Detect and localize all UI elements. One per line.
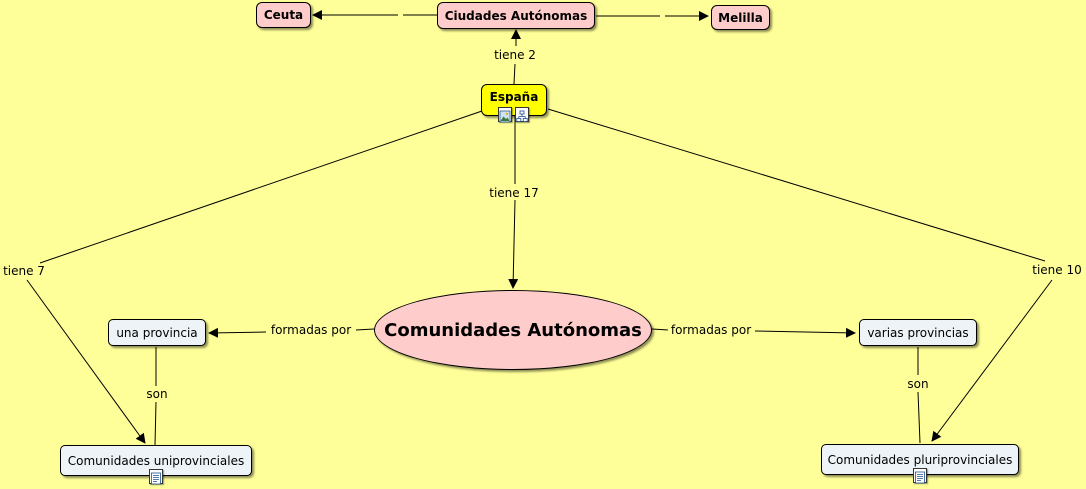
image-resource-icon-glyph (499, 110, 511, 123)
line-espana-to-tiene7 (39, 110, 483, 264)
link-label-tiene-10: tiene 10 (1029, 263, 1085, 277)
concept-map-resource-icon-glyph (516, 110, 528, 122)
line-espana-to-tiene2 (513, 63, 516, 85)
node-una-provincia-label: una provincia (116, 325, 198, 340)
link-label-tiene-7: tiene 7 (0, 264, 48, 278)
link-label-son-left: son (143, 387, 171, 401)
node-uniprovinciales-label: Comunidades uniprovinciales (67, 453, 245, 468)
node-espana-label: España (489, 90, 539, 104)
document-resource-icon-2[interactable] (913, 468, 927, 484)
line-espana-to-tiene10 (547, 108, 1046, 262)
node-ciudades-label: Ciudades Autónomas (444, 8, 588, 23)
concept-map-resource-icon[interactable] (515, 107, 529, 122)
link-label-formadas-por-right: formadas por (667, 323, 755, 337)
line-son-to-pluriprov (917, 391, 921, 444)
line-formadas-left-to-una (208, 327, 267, 338)
line-tiene10-to-pluriprov (931, 279, 1053, 442)
node-espana[interactable]: España (481, 84, 547, 116)
node-comunidades-autonomas[interactable]: Comunidades Autónomas (374, 290, 652, 370)
document-resource-icon-glyph-2 (915, 471, 925, 484)
line-son-to-uniprov (154, 401, 157, 446)
line-tiene17-to-comunidades (508, 199, 519, 289)
node-varias-provincias[interactable]: varias provincias (859, 319, 977, 346)
line-comunidades-to-formadas-left (355, 328, 375, 331)
line-tiene7-to-uniprov (26, 279, 146, 444)
link-label-tiene-17: tiene 17 (486, 186, 542, 200)
node-varias-provincias-label: varias provincias (867, 325, 969, 340)
node-una-provincia[interactable]: una provincia (108, 319, 206, 346)
line-formadas-right-to-varias (754, 327, 856, 338)
node-comunidades-label: Comunidades Autónomas (384, 319, 642, 341)
node-melilla-label: Melilla (718, 10, 763, 25)
document-resource-icon[interactable] (149, 469, 163, 485)
node-melilla[interactable]: Melilla (711, 5, 770, 30)
line-comunidades-to-formadas-right (651, 328, 669, 331)
document-resource-icon-glyph (151, 472, 161, 485)
node-ceuta-label: Ceuta (263, 8, 304, 22)
node-pluriprovinciales-label: Comunidades pluriprovinciales (827, 452, 1013, 467)
link-label-formadas-por-left: formadas por (267, 323, 355, 337)
link-label-tiene-2: tiene 2 (491, 48, 539, 62)
node-ciudades-autonomas[interactable]: Ciudades Autónomas (437, 2, 595, 29)
link-label-son-right: son (904, 377, 932, 391)
image-resource-icon[interactable] (498, 107, 512, 123)
node-ceuta[interactable]: Ceuta (256, 2, 311, 28)
